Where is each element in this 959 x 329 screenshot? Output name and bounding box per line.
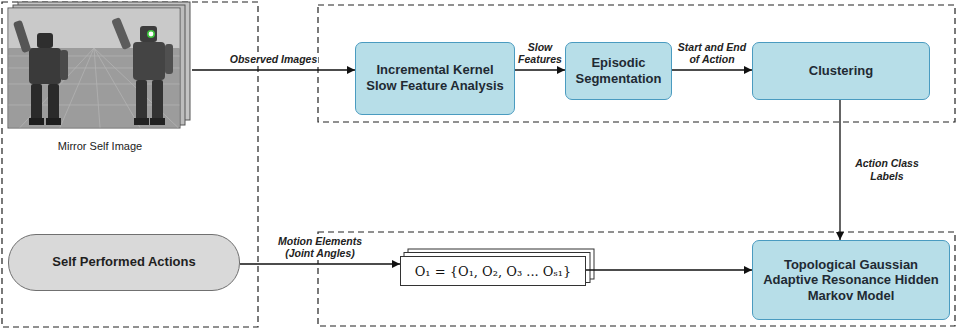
flow-arrow [240,263,400,264]
node-text: Episodic Segmentation [574,55,663,86]
robot-figure [111,17,173,125]
flow-arrow [839,100,840,240]
flow-arrow [515,69,565,70]
node-text: Mirror Self Image [58,140,142,152]
node-text: O₁ = {O₁, O₂, O₃ ... Oₛ₁} [415,264,572,279]
node-text: Self Performed Actions [52,254,195,270]
source-pill: Self Performed Actions [8,234,240,291]
process-box: Clustering [752,42,930,100]
sequence-box: O₁ = {O₁, O₂, O₃ ... Oₛ₁} [400,256,586,286]
dashed-group [318,5,955,122]
stacked-frames [404,249,594,283]
node-text: Clustering [809,63,873,79]
dashed-group [318,232,955,326]
mirror-illustration [8,2,190,128]
robot-figure [13,20,68,125]
flow-arrow [586,269,752,270]
image-node: Mirror Self Image [8,2,192,154]
flow-arrow [192,69,355,70]
dashed-group [2,2,258,327]
process-box: Episodic Segmentation [565,42,672,100]
node-text: Topological Gaussian Adaptive Resonance … [761,257,941,304]
node-text: Incremental Kernel Slow Feature Analysis [364,62,506,93]
edge-label: Action Class Labels [846,157,928,182]
edge-label: Motion Elements (Joint Angles) [263,235,377,260]
flow-arrow [672,69,752,70]
process-box: Topological Gaussian Adaptive Resonance … [752,240,950,320]
edge-label: Observed Images [229,53,319,66]
edge-label: Start and End of Action [672,41,752,66]
edge-label: Slow Features [515,41,565,66]
process-box: Incremental Kernel Slow Feature Analysis [355,42,515,115]
image-frame [8,8,180,128]
